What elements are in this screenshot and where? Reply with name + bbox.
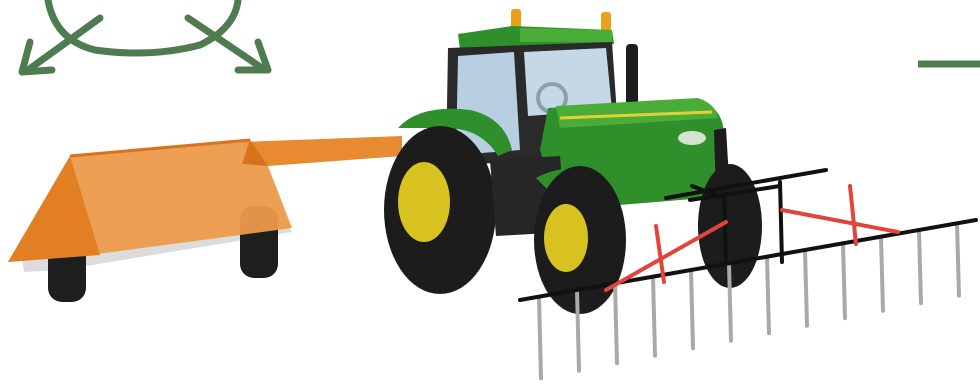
beacon-right	[601, 12, 611, 32]
harrow-tine	[539, 297, 541, 379]
harrow-tine	[615, 283, 617, 363]
joint-right-diagonal	[782, 210, 898, 232]
harrow-tine	[767, 257, 769, 334]
trailer	[8, 136, 402, 302]
harrow-tine	[577, 290, 579, 371]
rotation-arc	[48, 0, 238, 53]
beacon-left	[511, 9, 521, 29]
headlight	[678, 131, 706, 145]
front-wheel-rim	[544, 204, 588, 272]
harrow-tine	[881, 237, 883, 311]
rotation-arrows-icon	[22, 0, 268, 72]
harrow-post-right	[780, 182, 782, 262]
cab-roof-front	[520, 28, 612, 42]
harrow-tine	[805, 250, 807, 326]
harrow-tine	[919, 230, 921, 303]
harrow-tine	[957, 223, 959, 295]
arrow-left-shaft	[28, 18, 100, 70]
harrow-tine	[653, 277, 655, 356]
harrow-tine	[691, 270, 693, 348]
rear-wheel-rim	[398, 162, 450, 242]
harrow-tine	[729, 263, 731, 340]
harrow-tine	[843, 243, 845, 318]
harrow-post-left	[724, 194, 726, 262]
joint-right-vertical	[850, 186, 856, 244]
